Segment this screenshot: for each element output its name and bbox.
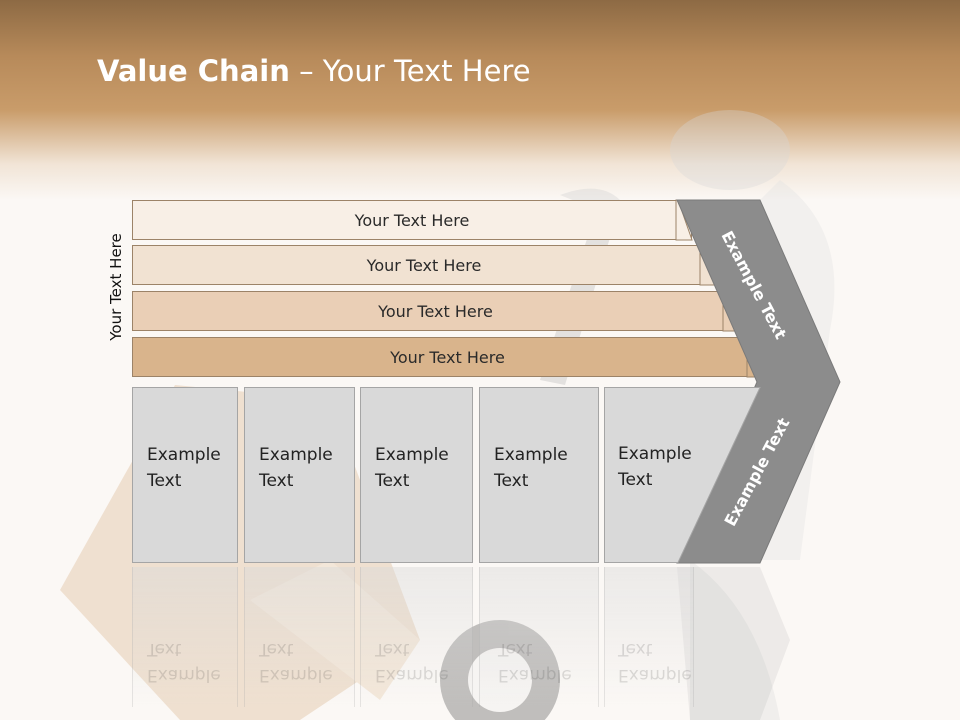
reflection-2	[244, 567, 355, 707]
example-box-2-line2: Text	[259, 471, 294, 491]
example-box-5-line2: Text	[618, 470, 653, 490]
example-box-3-line1: Example	[375, 445, 449, 465]
value-bar-1-label: Your Text Here	[354, 210, 470, 230]
example-box-5-line1: Example	[618, 444, 692, 464]
reflection-1	[132, 567, 238, 707]
reflection-3	[360, 567, 473, 707]
example-box-1-line1: Example	[147, 445, 221, 465]
value-bar-2: Your Text Here	[132, 245, 716, 285]
header-band	[0, 0, 960, 200]
example-box-5-shape	[604, 387, 761, 563]
example-box-2-line1: Example	[259, 445, 333, 465]
example-box-4-line2: Text	[494, 471, 529, 491]
example-box-3-line2: Text	[375, 471, 410, 491]
value-bar-2-label: Your Text Here	[366, 255, 482, 275]
example-box-4-line1: Example	[494, 445, 568, 465]
value-bar-4: Your Text Here	[132, 337, 763, 377]
reflection-5	[604, 567, 694, 707]
example-box-1-line2: Text	[147, 471, 182, 491]
reflection-4	[479, 567, 599, 707]
value-bar-1: Your Text Here	[132, 200, 692, 240]
title-bold: Value Chain	[97, 54, 290, 88]
title-rest: – Your Text Here	[289, 54, 531, 88]
value-bar-4-label: Your Text Here	[390, 347, 505, 367]
page-title: Value Chain – Your Text Here	[97, 54, 531, 88]
value-bar-3: Your Text Here	[132, 291, 739, 331]
value-bar-3-label: Your Text Here	[378, 301, 493, 321]
